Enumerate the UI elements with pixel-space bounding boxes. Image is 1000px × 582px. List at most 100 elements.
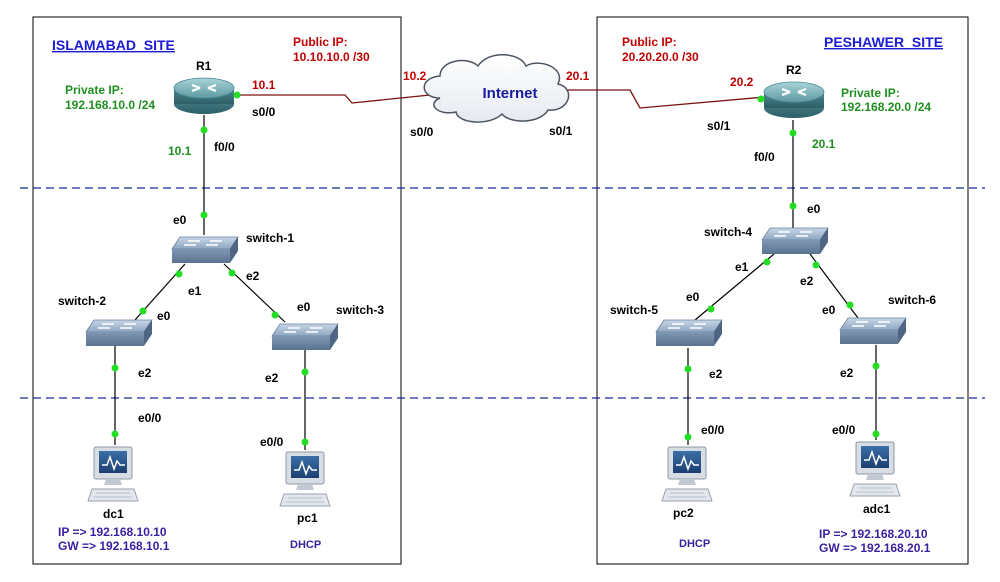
port-dot [200, 211, 208, 219]
switch-4-icon[interactable] [761, 227, 829, 255]
adc1-interface: e0/0 [832, 423, 856, 437]
cloud-left-ip: 10.2 [403, 69, 427, 83]
peshawer-site-box [596, 16, 969, 565]
adc1-name: adc1 [863, 502, 891, 516]
pc2-dhcp-note: DHCP [679, 538, 710, 550]
r2-wan-ip: 20.2 [730, 75, 754, 89]
switch5-e2-label: e2 [709, 367, 723, 381]
pc1-name: pc1 [297, 511, 318, 525]
peshawer-site-title: PESHAWER_SITE [824, 34, 943, 50]
switch2-e0-label: e0 [157, 309, 171, 323]
switch-2-icon[interactable] [85, 319, 153, 347]
port-dot [707, 305, 715, 313]
r1-wan-ip: 10.1 [252, 78, 276, 92]
port-dots [111, 91, 880, 446]
port-dot [757, 95, 765, 103]
r2-lan-interface: f0/0 [754, 150, 775, 164]
switch4-e0-label: e0 [807, 202, 821, 216]
port-dot [789, 129, 797, 137]
pc2-name: pc2 [673, 506, 694, 520]
internet-cloud: Internet [423, 54, 570, 123]
r1-lan-interface: f0/0 [214, 140, 235, 154]
dc1-ip: IP => 192.168.10.10 [58, 525, 167, 539]
port-dot [872, 430, 880, 438]
router-r2-label: R2 [786, 63, 802, 77]
port-dot [175, 270, 183, 278]
left-private-ip-title: Private IP: [65, 83, 124, 97]
cloud-left-interface: s0/0 [410, 125, 434, 139]
switch3-e2-label: e2 [265, 371, 279, 385]
port-dot [111, 364, 119, 372]
port-dot [139, 307, 147, 315]
r1-wan-interface: s0/0 [252, 105, 276, 119]
r2-wan-interface: s0/1 [707, 119, 731, 133]
adc1-ip: IP => 192.168.20.10 [819, 527, 928, 541]
islamabad-site-box [32, 16, 402, 565]
switch4-e2-label: e2 [800, 274, 814, 288]
switch1-e1-label: e1 [188, 284, 202, 298]
right-public-ip-title: Public IP: [622, 35, 677, 49]
cloud-right-interface: s0/1 [549, 124, 573, 138]
r2-lan-ip: 20.1 [812, 137, 836, 151]
pc1-pc-icon[interactable] [279, 451, 331, 507]
pc1-interface: e0/0 [260, 435, 284, 449]
adc1-gateway: GW => 192.168.20.1 [819, 541, 931, 555]
switch3-name: switch-3 [336, 303, 384, 317]
r1-lan-ip: 10.1 [168, 144, 192, 158]
switch4-name: switch-4 [704, 225, 752, 239]
switch1-e0-label: e0 [173, 213, 187, 227]
cloud-right-ip: 20.1 [566, 69, 590, 83]
switch5-name: switch-5 [610, 303, 658, 317]
router-r2-icon[interactable] [762, 80, 826, 120]
left-private-ip-value: 192.168.10.0 /24 [65, 98, 155, 112]
wan-link-r1-internet [235, 94, 431, 104]
switch-3-icon[interactable] [271, 323, 339, 351]
switch2-name: switch-2 [58, 294, 106, 308]
port-dot [228, 269, 236, 277]
switch6-name: switch-6 [888, 293, 936, 307]
dc1-name: dc1 [103, 507, 124, 521]
islamabad-site-title: ISLAMABAD_SITE [52, 37, 175, 53]
internet-label: Internet [482, 85, 537, 102]
left-public-ip-value: 10.10.10.0 /30 [293, 50, 370, 64]
switch1-name: switch-1 [246, 231, 294, 245]
dc1-interface: e0/0 [138, 411, 162, 425]
port-dot [872, 362, 880, 370]
router-r1-icon[interactable] [172, 76, 236, 116]
switch6-e2-label: e2 [840, 366, 854, 380]
dc1-gateway: GW => 192.168.10.1 [58, 539, 170, 553]
port-dot [846, 301, 854, 309]
port-dot [200, 126, 208, 134]
port-dot [763, 258, 771, 266]
port-dot [301, 368, 309, 376]
switch-1-icon[interactable] [171, 236, 239, 264]
left-public-ip-title: Public IP: [293, 35, 348, 49]
port-dot [271, 311, 279, 319]
right-public-ip-value: 20.20.20.0 /30 [622, 50, 699, 64]
port-dot [301, 438, 309, 446]
dc1-pc-icon[interactable] [87, 446, 139, 502]
switch3-e0-label: e0 [297, 300, 311, 314]
switch5-e0-label: e0 [686, 290, 700, 304]
switch-6-icon[interactable] [839, 317, 907, 345]
pc2-interface: e0/0 [701, 423, 725, 437]
port-dot [111, 430, 119, 438]
right-private-ip-value: 192.168.20.0 /24 [841, 100, 931, 114]
switch4-e1-label: e1 [735, 260, 749, 274]
right-private-ip-title: Private IP: [841, 86, 900, 100]
switch6-e0-label: e0 [822, 303, 836, 317]
port-dot [789, 202, 797, 210]
switch1-e2-label: e2 [246, 269, 260, 283]
port-dot [684, 365, 692, 373]
pc1-dhcp-note: DHCP [290, 539, 321, 551]
wan-link-internet-r2 [560, 89, 766, 109]
router-r1-label: R1 [196, 59, 212, 73]
switch2-e2-label: e2 [138, 366, 152, 380]
port-dot [233, 91, 241, 99]
pc2-pc-icon[interactable] [661, 446, 713, 502]
adc1-pc-icon[interactable] [849, 441, 901, 497]
port-dot [812, 261, 820, 269]
port-dot [684, 433, 692, 441]
switch-5-icon[interactable] [655, 319, 723, 347]
